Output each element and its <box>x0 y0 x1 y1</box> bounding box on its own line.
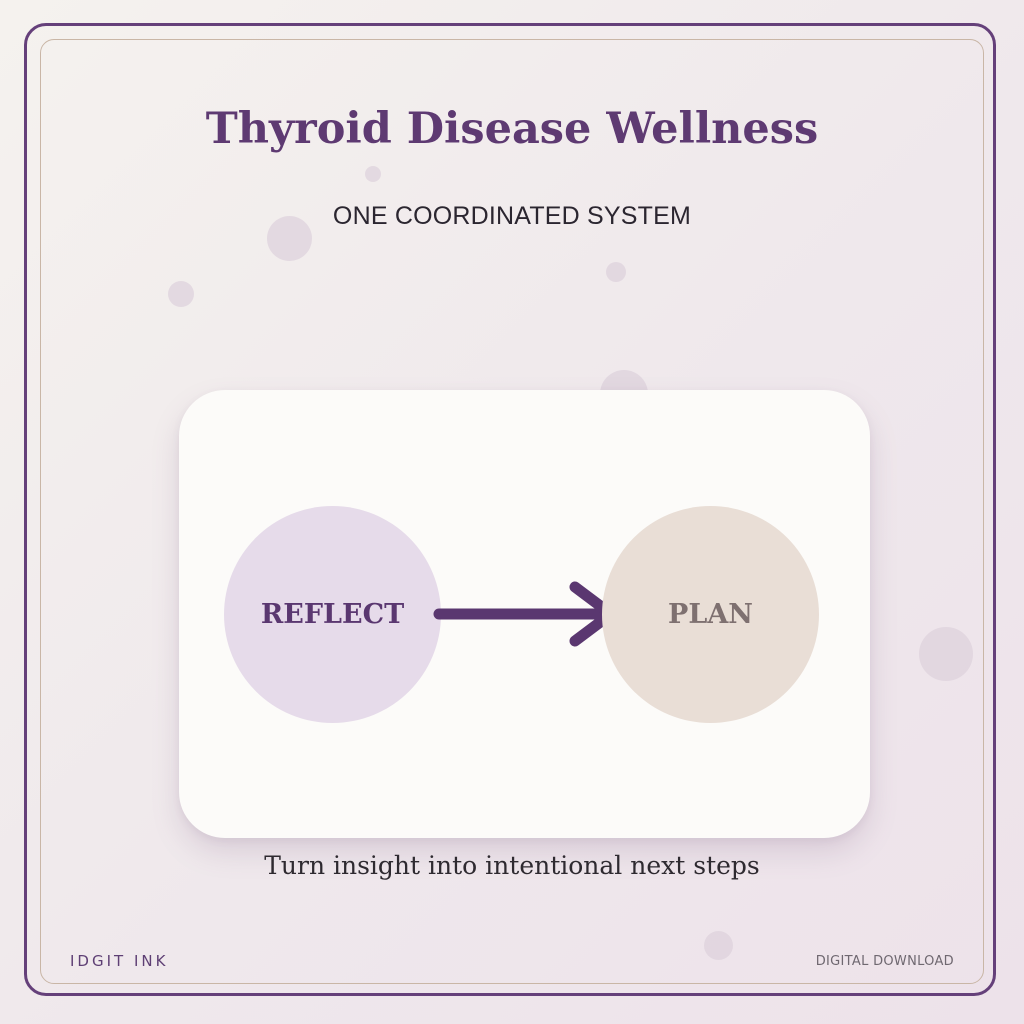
brand-name: IDGIT INK <box>70 952 169 970</box>
page-subtitle: ONE COORDINATED SYSTEM <box>332 202 692 230</box>
reflect-node: REFLECT <box>224 506 441 723</box>
decorative-dot <box>267 216 312 261</box>
page-title: Thyroid Disease Wellness <box>205 104 819 154</box>
decorative-dot <box>704 931 733 960</box>
outer-frame <box>24 23 996 996</box>
arrow-right-icon <box>433 581 617 647</box>
diagram-caption: Turn insight into intentional next steps <box>264 851 760 880</box>
decorative-dot <box>606 262 626 282</box>
decorative-dot <box>365 166 381 182</box>
diagram-card: REFLECT PLAN <box>179 390 870 838</box>
decorative-dot <box>919 627 973 681</box>
plan-node: PLAN <box>602 506 819 723</box>
download-label: DIGITAL DOWNLOAD <box>815 954 954 969</box>
decorative-dot <box>168 281 194 307</box>
plan-node-label: PLAN <box>668 599 753 630</box>
reflect-node-label: REFLECT <box>260 599 405 630</box>
inner-frame <box>40 39 984 984</box>
